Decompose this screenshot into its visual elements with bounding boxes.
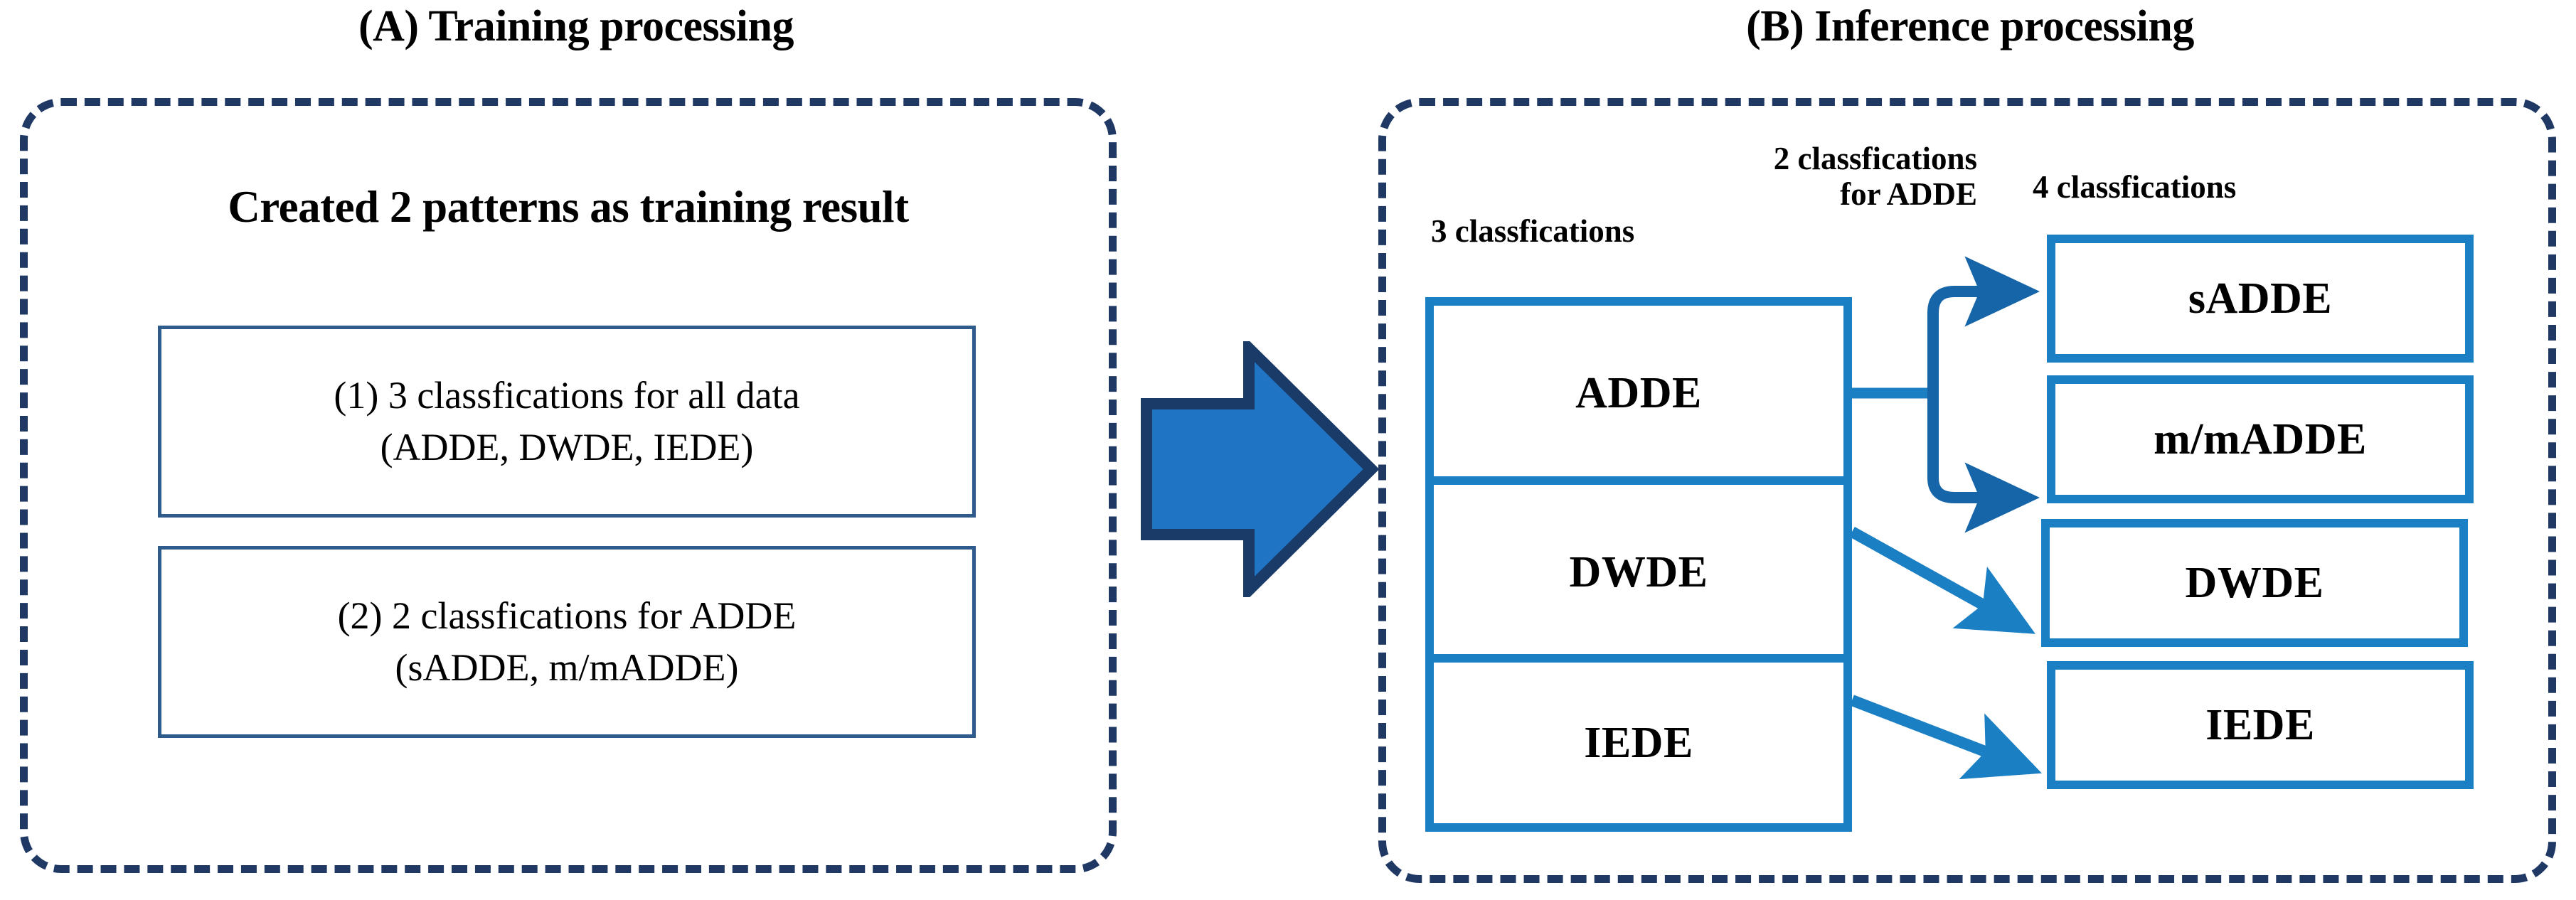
training-result-heading: Created 2 patterns as training result: [228, 182, 909, 232]
adde-split-count-label: 2 classfications for ADDE: [1678, 141, 1977, 213]
training-pattern-box-1: (1) 3 classfications for all data (ADDE,…: [158, 326, 976, 518]
training-pattern-1-line1: (1) 3 classfications for all data: [334, 374, 800, 417]
training-pattern-1-line2: (ADDE, DWDE, IEDE): [380, 426, 754, 468]
training-pattern-2-line2: (sADDE, m/mADDE): [395, 646, 739, 689]
training-pattern-2-line1: (2) 2 classfications for ADDE: [337, 594, 797, 638]
output-box-mmadde: m/mADDE: [2047, 375, 2474, 503]
panel-a-title: (A) Training processing: [358, 2, 794, 50]
adde-split-count-line1: 2 classfications: [1773, 141, 1977, 176]
input-classification-count-label: 3 classfications: [1431, 213, 1635, 249]
input-box-iede: IEDE: [1425, 654, 1852, 832]
input-box-adde: ADDE: [1425, 297, 1852, 489]
output-box-dwde: DWDE: [2041, 519, 2468, 647]
input-box-dwde: DWDE: [1425, 476, 1852, 668]
training-pattern-box-2: (2) 2 classfications for ADDE (sADDE, m/…: [158, 546, 976, 738]
panel-b-title: (B) Inference processing: [1746, 2, 2194, 50]
adde-split-count-line2: for ADDE: [1840, 176, 1977, 213]
training-to-inference-arrow: [1141, 341, 1378, 597]
output-box-iede: IEDE: [2047, 661, 2474, 789]
output-classification-count-label: 4 classfications: [2033, 169, 2237, 205]
output-box-sadde: sADDE: [2047, 235, 2474, 363]
